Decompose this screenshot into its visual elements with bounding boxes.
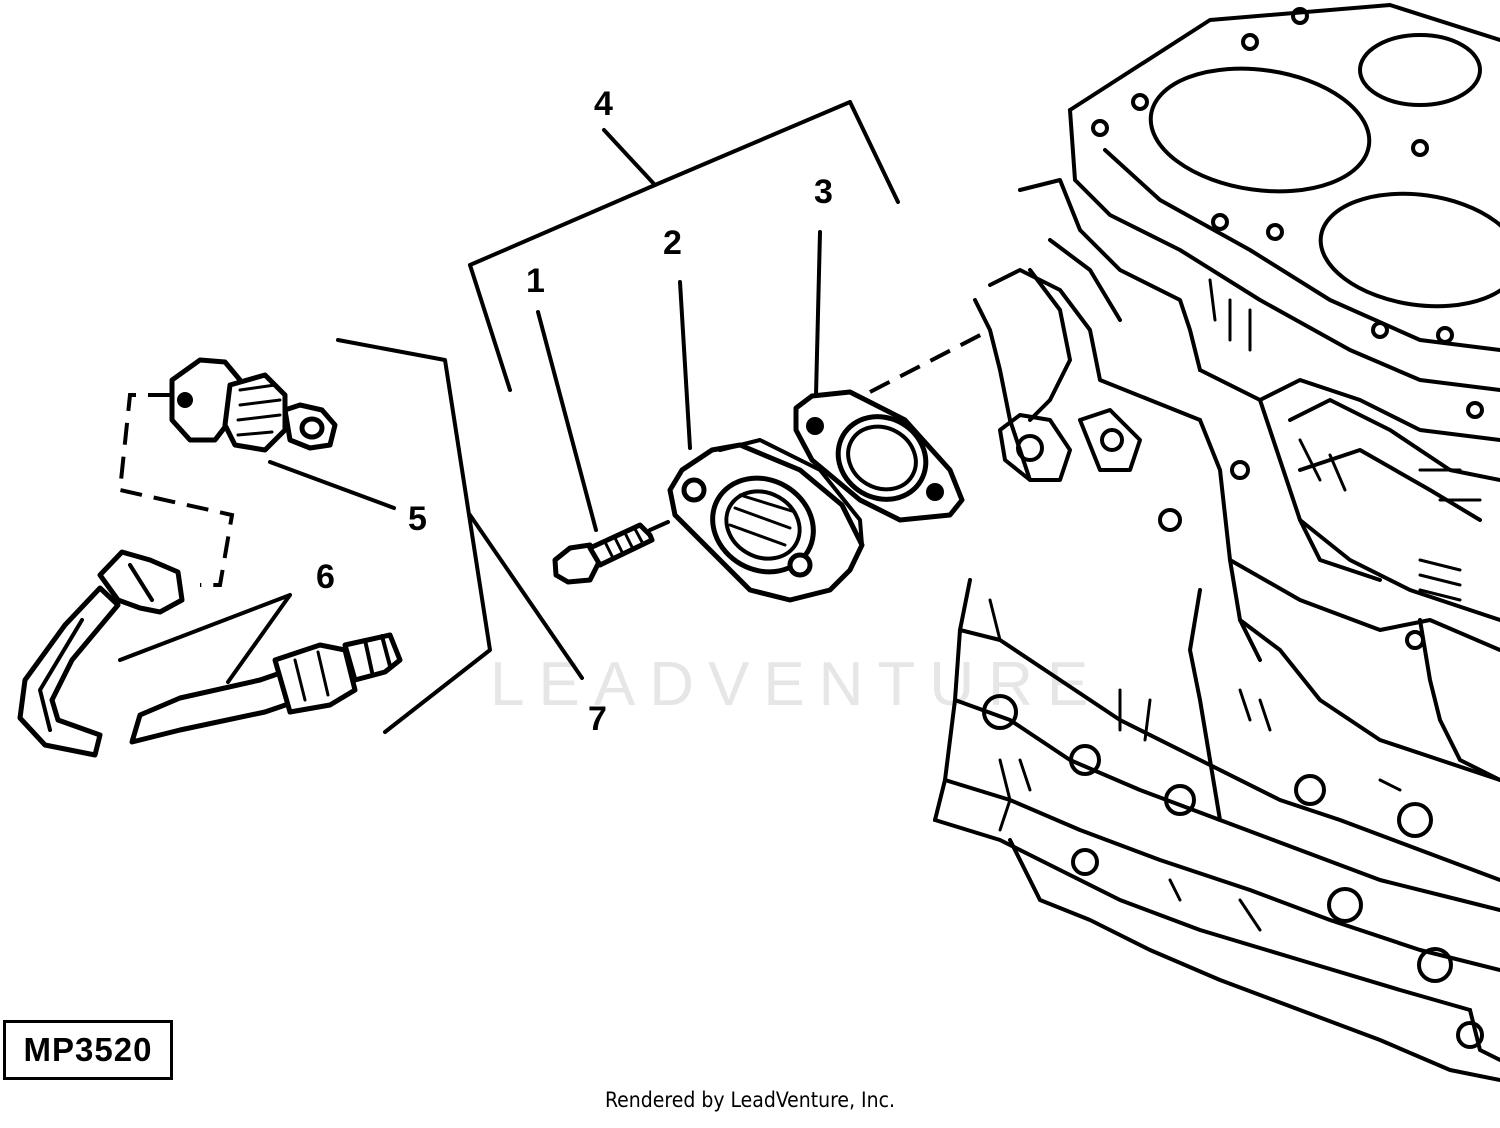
gasket-part (793, 389, 965, 523)
callout-4: 4 (594, 85, 613, 123)
figure-id-box: MP3520 (3, 1020, 173, 1080)
mounting-centerline (869, 328, 991, 394)
sender-switch-part (169, 357, 338, 453)
callout-5: 5 (408, 500, 427, 538)
watermark-text: LEADVENTURE (490, 650, 1102, 719)
bracket-4 (468, 100, 900, 267)
bracket-7 (336, 338, 492, 734)
wire-harness-part (17, 549, 403, 758)
callout-3: 3 (814, 173, 833, 211)
leader-3 (814, 230, 822, 397)
callout-6: 6 (316, 558, 335, 596)
callout-7: 7 (588, 700, 607, 738)
connection-bracket (117, 393, 235, 587)
flange-part (667, 438, 865, 603)
leader-1 (536, 310, 598, 532)
credit-text: Rendered by LeadVenture, Inc. (605, 1088, 895, 1112)
cap-screw-part (552, 520, 670, 585)
callout-1: 1 (526, 262, 545, 300)
engine-block (933, 3, 1500, 1082)
figure-id: MP3520 (23, 1031, 153, 1068)
leader-5 (268, 460, 396, 510)
callout-2: 2 (663, 224, 682, 262)
leader-2 (678, 280, 692, 450)
leader-6 (118, 593, 292, 684)
